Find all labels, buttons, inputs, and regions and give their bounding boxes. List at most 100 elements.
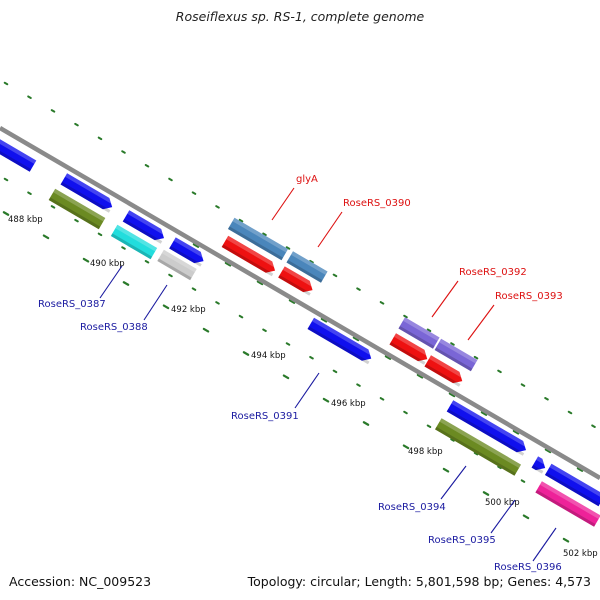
tick-dot [356,287,361,291]
topology-text: Topology: circular; Length: 5,801,598 bp… [247,574,591,589]
feature-red-d-highlight [428,355,466,379]
scale-label: 494 kbp [251,351,286,361]
tick-dot [482,491,490,496]
tick-dot [473,451,479,456]
feature-red-d-shade [424,363,461,387]
feature-blue-a [60,173,116,213]
feature-olive-0387-body [48,188,106,230]
tick-dot [82,257,90,263]
feature-blue-0386-highlight [0,138,37,164]
feature-red-c-body [389,333,428,362]
tick-dot [576,467,584,472]
feature-glyA-highlight [232,217,289,253]
tick-dot [320,317,328,323]
feature-0392-body [398,317,440,349]
feature-0396-shade [535,489,596,527]
feature-0396 [535,481,600,527]
feature-red-b-body [278,266,313,293]
feature-0390 [286,251,328,283]
feature-red-d [424,355,466,387]
gene-features [0,138,600,527]
gene-label-leader [99,265,123,299]
feature-gray-0388-highlight [161,249,197,273]
tick-dot [522,514,530,520]
tick-dot [144,163,150,168]
feature-0391 [307,317,375,365]
gene-label: RoseRS_0395 [428,535,496,546]
tick-dot [402,444,410,450]
feature-gray-0388-body [157,249,197,281]
tick-dot [3,81,9,86]
tick-dot [50,205,56,209]
feature-red-a [221,235,279,277]
feature-cyan-0387-body [110,224,158,260]
gene-label: RoseRS_0393 [495,291,563,302]
tick-dot [403,314,408,319]
tick-dot [448,392,456,398]
feature-0390-shade [286,259,323,283]
tick-dot [162,304,170,310]
feature-small-blue-highlight [536,456,549,466]
feature-0390-highlight [290,251,328,275]
tick-dot [426,424,432,429]
tick-dot [442,467,450,473]
gene-label-leader [271,187,295,221]
tick-dot [74,122,79,127]
tick-dot [480,411,488,416]
feature-glyA-shade [227,226,284,261]
tick-dot [403,410,408,415]
feature-0392 [398,317,440,349]
feature-red-c [389,333,431,365]
feature-0393-highlight [439,338,478,364]
gene-label-leader [467,304,495,341]
gene-label-leader [294,372,320,409]
feature-0394-blue-shade [446,408,525,456]
feature-blue-0386-shade [0,146,32,172]
feature-red-a-highlight [226,235,279,269]
tick-dot [473,355,479,360]
tick-dot [262,232,267,237]
feature-glyA [227,217,289,261]
feature-0394-blue [446,400,530,456]
feature-blue-b-highlight [127,210,168,236]
gene-label-leader [143,284,168,321]
dotted-guides [2,81,596,543]
tick-dot [121,246,126,250]
tick-dot [97,136,103,141]
gene-label: glyA [296,174,318,185]
gene-label: RoseRS_0392 [459,267,527,278]
tick-dot [97,232,103,237]
feature-0391-highlight [312,317,375,357]
feature-blue-e [544,463,600,507]
tick-dot [591,424,596,428]
tick-dot [567,410,573,415]
tick-dot [202,327,210,333]
feature-red-a-shade [221,244,274,277]
tick-dot [384,355,392,360]
feature-cyan-0387-highlight [115,224,158,252]
tick-dot [450,438,455,442]
tick-dot [309,355,314,360]
feature-blue-b [122,210,168,244]
feature-red-a-body [221,235,276,273]
gene-label: RoseRS_0394 [378,502,446,513]
scale-label: 500 kbp [485,498,520,508]
tick-dot [50,109,56,113]
feature-olive-0387 [48,188,106,230]
tick-dot [497,369,502,374]
feature-0392-shade [398,325,435,349]
feature-blue-a-highlight [65,173,116,205]
tick-dot [242,351,250,356]
feature-blue-b-shade [122,218,163,244]
scale-label: 490 kbp [90,259,125,269]
tick-dot [362,421,370,426]
gene-label: RoseRS_0396 [494,562,562,573]
gene-label-leader [431,280,459,318]
feature-blue-c-highlight [173,237,207,259]
feature-0394-highlight [439,418,522,469]
gene-label: RoseRS_0388 [80,322,148,333]
feature-0394-blue-highlight [451,400,530,449]
feature-cyan-0387-shade [110,233,153,260]
feature-small-blue-shade [531,464,544,474]
tick-dot [332,273,338,278]
